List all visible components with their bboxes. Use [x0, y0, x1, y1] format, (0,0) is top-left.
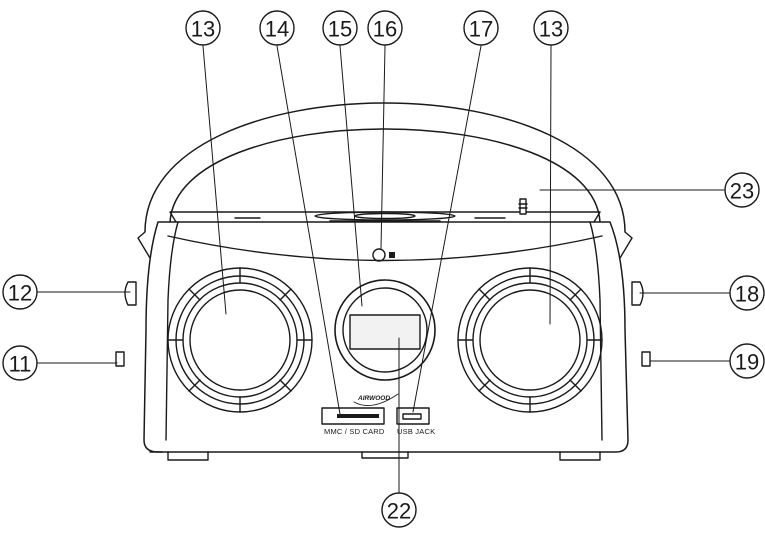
callout-19: 19	[735, 350, 759, 375]
callout-17: 17	[469, 17, 493, 42]
card-slot-label: MMC / SD CARD	[324, 427, 385, 436]
telescopic-antenna	[518, 198, 528, 215]
left-speaker	[167, 267, 313, 413]
usb-jack-label: USB JACK	[397, 427, 435, 436]
card-slot[interactable]	[321, 407, 385, 425]
brand-logo-text: AIRWOOD	[357, 395, 390, 402]
brand-logo	[353, 393, 399, 406]
volume-knob[interactable]	[124, 281, 137, 306]
right-speaker	[457, 267, 603, 413]
callout-11: 11	[9, 352, 32, 377]
left-side-switch[interactable]	[115, 351, 125, 367]
base-feet	[167, 451, 601, 461]
callout-23: 23	[730, 179, 754, 204]
callout-15: 15	[328, 17, 352, 42]
callout-14: 14	[265, 17, 289, 42]
top-lid	[169, 198, 601, 233]
ir-sensor	[372, 248, 395, 262]
callout-18: 18	[735, 282, 759, 307]
callout-22: 22	[387, 499, 411, 524]
callout-13-left: 13	[191, 17, 215, 42]
callout-16: 16	[373, 17, 397, 42]
callout-13-right: 13	[539, 17, 563, 42]
tuning-knob[interactable]	[631, 281, 644, 306]
callout-circles	[2, 10, 765, 528]
right-side-switch[interactable]	[641, 351, 651, 367]
lcd-display	[334, 279, 436, 381]
usb-jack[interactable]	[396, 407, 430, 425]
leader-lines	[33, 45, 734, 497]
callout-12: 12	[8, 281, 32, 306]
